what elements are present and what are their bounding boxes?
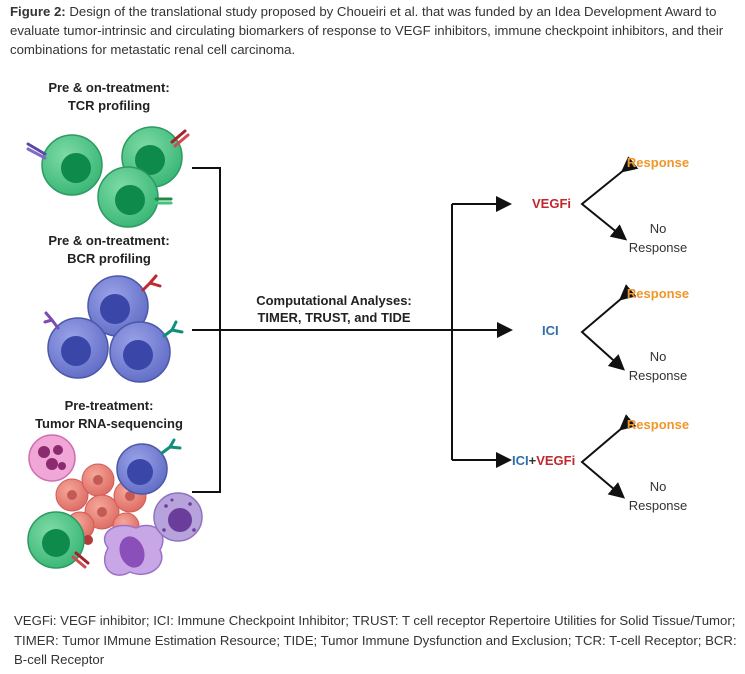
tcr-title-line2: TCR profiling: [68, 98, 150, 113]
computational-analyses-line1: Computational Analyses:: [256, 293, 412, 308]
bcr-title-line1: Pre & on-treatment:: [48, 233, 169, 248]
arm-combo-label: ICI+VEGFi: [512, 453, 575, 468]
figure-caption: Figure 2: Design of the translational st…: [10, 2, 735, 59]
t-cell-receptor-icon: [170, 129, 190, 148]
vegfi-no-label: No: [650, 221, 667, 236]
t-cell-group: [26, 126, 190, 228]
flow-connector: [220, 196, 513, 468]
abbreviations-footnote: VEGFi: VEGF inhibitor; ICI: Immune Check…: [14, 613, 737, 667]
neutrophil-illustration: [28, 434, 76, 482]
sample-bracket: [192, 167, 221, 493]
combo-response-label: Response: [627, 417, 689, 432]
b-cell-receptor-icon: [162, 320, 184, 338]
tcr-title-line1: Pre & on-treatment:: [48, 80, 169, 95]
caption-text: Design of the translational study propos…: [10, 4, 724, 57]
tumor-microenvironment: [27, 434, 203, 576]
ici-no-response-label: Response: [629, 368, 688, 383]
b-cell-receptor-icon: [160, 438, 182, 455]
rna-title-line2: Tumor RNA-sequencing: [35, 416, 183, 431]
arm-combo-vegfi: VEGFi: [536, 453, 575, 468]
b-cell-receptor-icon: [43, 311, 60, 330]
granulocyte-illustration: [153, 492, 203, 542]
combo-no-label: No: [650, 479, 667, 494]
combo-no-response-label: Response: [629, 498, 688, 513]
t-cell-receptor-icon: [26, 142, 47, 160]
vegfi-no-response-label: Response: [629, 240, 688, 255]
t-cell-receptor-icon: [154, 197, 173, 205]
ici-response-label: Response: [627, 286, 689, 301]
rna-title-line1: Pre-treatment:: [65, 398, 154, 413]
b-cell-illustration: [109, 321, 171, 383]
arm-combo-plus: +: [529, 453, 537, 468]
tumor-cell-cluster: [55, 463, 147, 545]
vegfi-response-label: Response: [627, 155, 689, 170]
branch-arrows: [580, 156, 639, 499]
computational-analyses-line2: TIMER, TRUST, and TIDE: [257, 310, 410, 325]
bcr-title-line2: BCR profiling: [67, 251, 151, 266]
b-cell-illustration: [47, 317, 109, 379]
t-cell-illustration: [41, 134, 103, 196]
arm-ici-label: ICI: [542, 323, 559, 338]
macrophage-illustration: [103, 524, 164, 576]
t-cell-illustration: [97, 166, 159, 228]
arm-combo-ici: ICI: [512, 453, 529, 468]
caption-label: Figure 2:: [10, 4, 66, 19]
b-cell-illustration: [116, 443, 168, 495]
b-cell-receptor-icon: [141, 274, 162, 292]
t-cell-receptor-icon: [71, 551, 90, 569]
arm-vegfi-label: VEGFi: [532, 196, 571, 211]
b-cell-group: [43, 274, 184, 383]
study-design-diagram: Pre & on-treatment: TCR profiling Pre & …: [26, 80, 689, 576]
t-cell-illustration: [27, 511, 85, 569]
ici-no-label: No: [650, 349, 667, 364]
